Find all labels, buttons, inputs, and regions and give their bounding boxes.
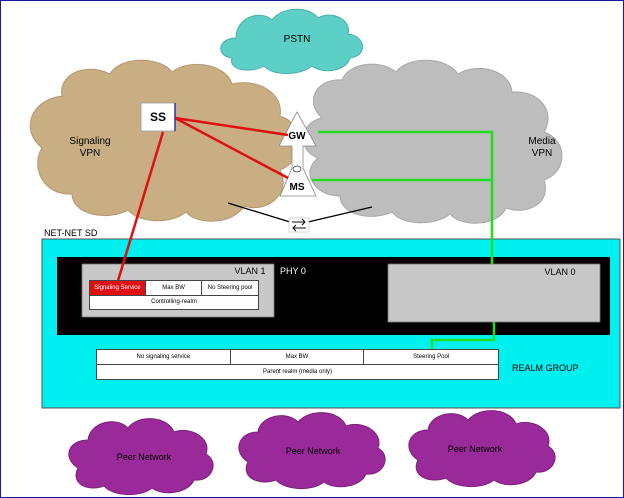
vlan0-box	[387, 263, 601, 323]
realm-cell-steering-pool: Steering Pool	[363, 349, 499, 365]
peer-network-cloud-1	[68, 418, 214, 495]
ms-connector	[292, 165, 302, 173]
realm-group-label: REALM GROUP	[512, 363, 579, 373]
vlan1-cell-max-bw: Max BW	[144, 280, 203, 296]
media-vpn-label-line1: Media	[528, 136, 556, 147]
gw-label: GW	[288, 131, 306, 142]
media-link-gw	[318, 130, 494, 264]
peer-network-cloud-3	[408, 410, 556, 487]
realm-group-table: No signaling service Max BW Steering Poo…	[96, 349, 499, 380]
peer-network-label-1: Peer Network	[116, 452, 172, 462]
signaling-vpn-label-line1: Signaling	[69, 136, 111, 147]
realm-cell-no-signaling: No signaling service	[96, 349, 231, 365]
pstn-cloud	[220, 8, 363, 74]
vlan1-cell-signaling-service: Signaling Service	[89, 280, 146, 296]
media-vpn-label-line2: VPN	[531, 148, 553, 159]
netnet-sd-label: NET-NET SD	[44, 228, 98, 238]
realm-cell-max-bw: Max BW	[229, 349, 365, 365]
vlan1-cell-steering: No Steering pool	[201, 280, 259, 296]
peer-network-cloud-2	[238, 412, 386, 489]
signaling-link-ss-sd	[115, 131, 165, 285]
signaling-vpn-label-line2: VPN	[79, 148, 101, 159]
vlan1-cell-controlling-realm: Controlling-realm	[89, 295, 259, 310]
realm-cell-parent-realm: Parent realm (media only)	[96, 364, 499, 380]
phy0-label: PHY 0	[280, 266, 306, 276]
media-link-realm	[430, 322, 496, 350]
switch-icon	[288, 217, 310, 233]
ss-label: SS	[149, 110, 166, 124]
vlan0-label: VLAN 0	[544, 267, 576, 277]
link-media-switch	[307, 206, 373, 223]
link-signaling-switch	[227, 202, 291, 223]
media-vpn-label: Media VPN	[510, 136, 574, 160]
gateway-device	[278, 111, 317, 197]
media-vpn-cloud	[302, 59, 563, 224]
vlan1-realm-table: Signaling Service Max BW No Steering poo…	[89, 280, 259, 310]
peer-network-label-2: Peer Network	[285, 446, 341, 456]
signaling-link-ss-gw	[174, 116, 289, 137]
ms-label: MS	[289, 182, 305, 193]
signaling-vpn-label: Signaling VPN	[54, 136, 126, 160]
peer-network-label-3: Peer Network	[447, 444, 503, 454]
vlan1-label: VLAN 1	[234, 266, 266, 276]
pstn-label: PSTN	[283, 34, 311, 45]
signaling-link-ss-ms	[174, 116, 289, 180]
